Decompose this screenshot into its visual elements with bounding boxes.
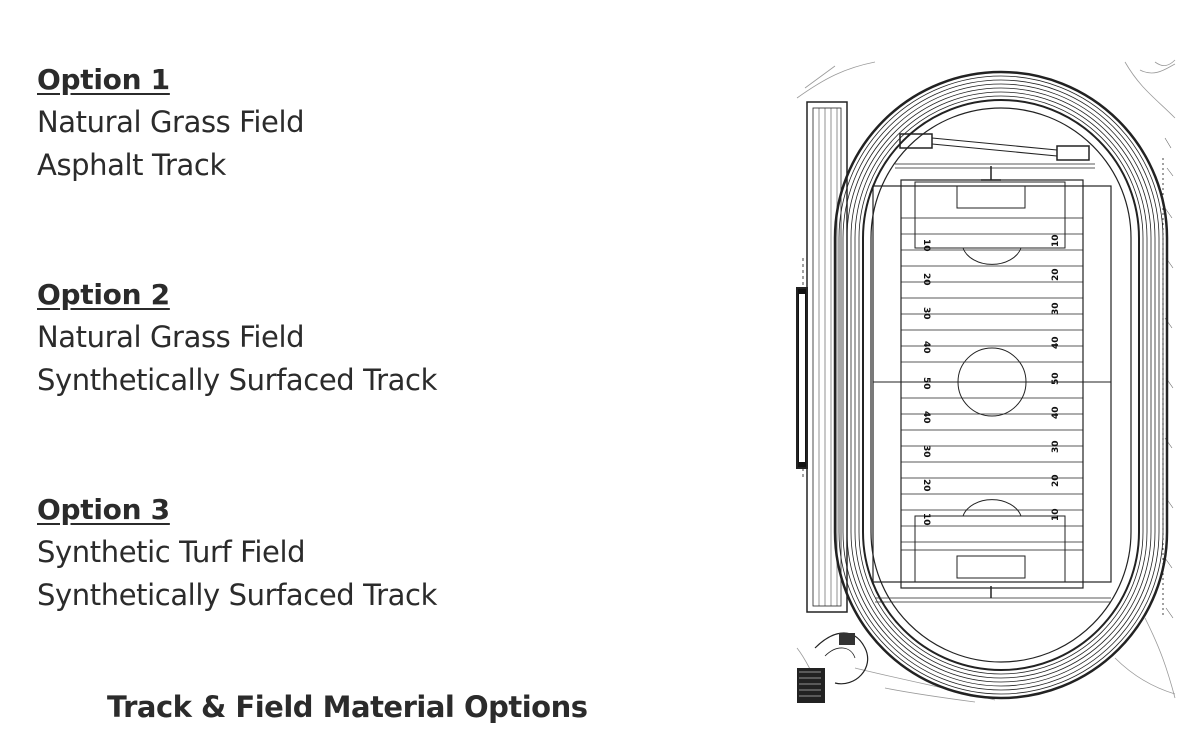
yard-numbers-right: 10 20 30 40 50 40 30 20 10 [1051, 234, 1061, 521]
yard-label: 20 [921, 273, 931, 286]
yard-label: 20 [1051, 474, 1061, 487]
yard-label: 30 [1051, 440, 1061, 453]
yard-label: 30 [1051, 302, 1061, 315]
yard-label: 30 [921, 307, 931, 320]
yard-label: 50 [921, 377, 931, 390]
option-title: Option 2 [37, 278, 170, 311]
option-2: Option 2 Natural Grass Field Synthetical… [37, 273, 437, 402]
landscape-hatch [802, 137, 1174, 619]
option-title: Option 1 [37, 63, 170, 96]
entry-plaza [797, 632, 869, 703]
track-field-site-plan: 10 20 30 40 50 40 30 20 10 10 20 30 40 5… [796, 59, 1176, 703]
yard-label: 10 [1051, 234, 1061, 247]
yard-label: 20 [921, 479, 931, 492]
yard-label: 20 [1051, 268, 1061, 281]
running-track [833, 70, 1169, 700]
option-3: Option 3 Synthetic Turf Field Synthetica… [37, 488, 437, 617]
option-title: Option 3 [37, 493, 170, 526]
option-field: Natural Grass Field [37, 105, 305, 139]
yard-label: 40 [921, 341, 931, 354]
option-track: Synthetically Surfaced Track [37, 363, 437, 397]
yard-label: 40 [1051, 406, 1061, 419]
yard-label: 40 [921, 411, 931, 424]
yard-label: 30 [921, 445, 931, 458]
bleachers [796, 101, 848, 613]
footer-title: Track & Field Material Options [107, 690, 588, 724]
yard-label: 10 [921, 513, 931, 526]
yard-numbers-left: 10 20 30 40 50 40 30 20 10 [921, 239, 931, 526]
yard-label: 10 [921, 239, 931, 252]
option-1: Option 1 Natural Grass Field Asphalt Tra… [37, 58, 305, 187]
yard-label: 10 [1051, 508, 1061, 521]
yard-label: 50 [1051, 372, 1061, 385]
jump-runway [895, 133, 1095, 181]
option-field: Synthetic Turf Field [37, 535, 306, 569]
yard-label: 40 [1051, 336, 1061, 349]
option-track: Asphalt Track [37, 148, 226, 182]
playing-field [872, 179, 1112, 603]
option-field: Natural Grass Field [37, 320, 305, 354]
yard-lines [901, 233, 1083, 543]
option-track: Synthetically Surfaced Track [37, 578, 437, 612]
